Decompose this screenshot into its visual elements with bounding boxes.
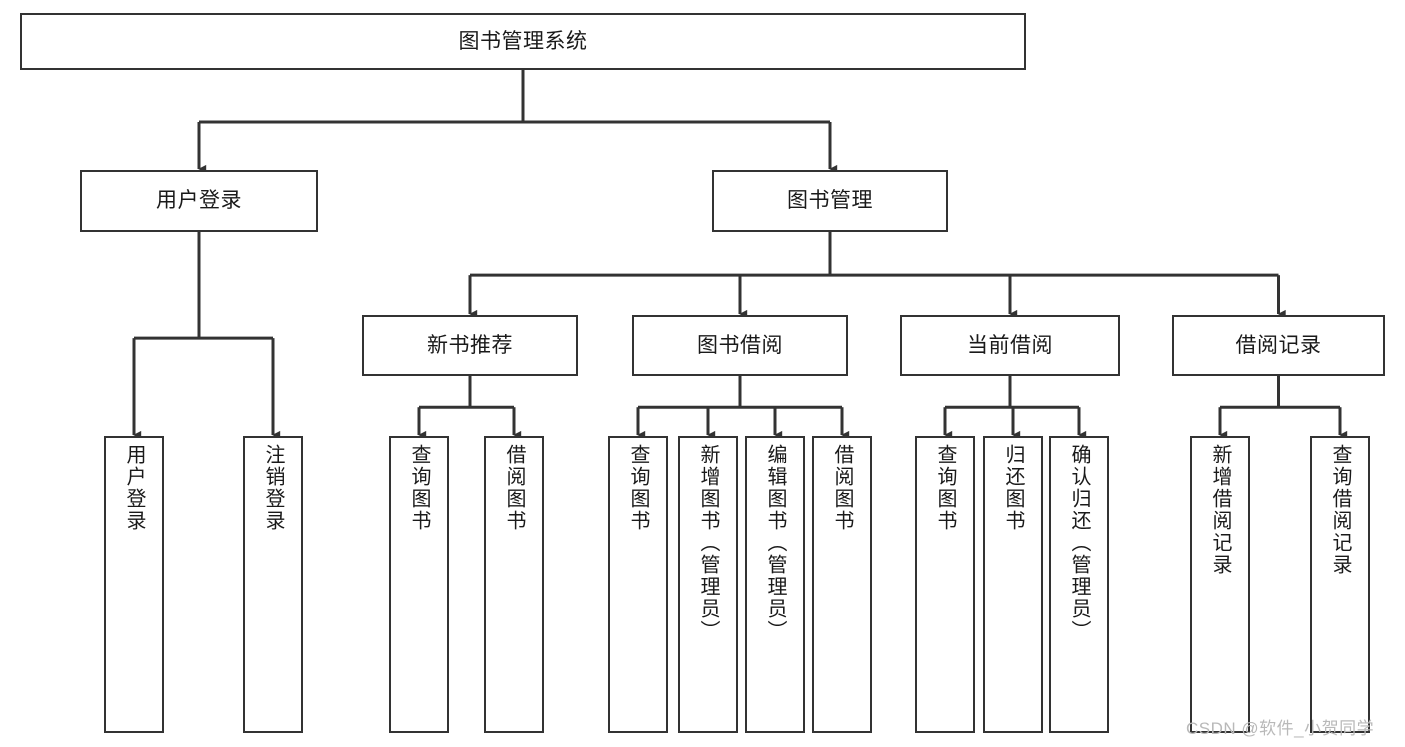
node-label: 图书管理系统 (458, 29, 588, 53)
node-leaf-borrow-book-rec[interactable]: 借阅图书 (484, 436, 544, 733)
node-label: 新书推荐 (427, 333, 513, 357)
node-leaf-return-book[interactable]: 归还图书 (983, 436, 1043, 733)
node-leaf-add-book[interactable]: 新增图书（管理员） (678, 436, 738, 733)
node-book-borrow[interactable]: 图书借阅 (632, 315, 848, 376)
watermark-credit: CSDN @软件_小贺同学 (1186, 719, 1375, 738)
node-root[interactable]: 图书管理系统 (20, 13, 1026, 70)
node-label: 新增图书（管理员） (697, 444, 719, 642)
node-book-manage[interactable]: 图书管理 (712, 170, 948, 232)
node-label: 用户登录 (156, 189, 242, 213)
node-leaf-query-book-borrow[interactable]: 查询图书 (608, 436, 668, 733)
node-label: 查询图书 (627, 444, 649, 532)
node-label: 注销登录 (262, 444, 284, 532)
node-user-login[interactable]: 用户登录 (80, 170, 318, 232)
node-new-book-rec[interactable]: 新书推荐 (362, 315, 578, 376)
node-label: 借阅图书 (831, 444, 853, 532)
node-label: 借阅图书 (503, 444, 525, 532)
node-leaf-confirm-return[interactable]: 确认归还（管理员） (1049, 436, 1109, 733)
node-label: 当前借阅 (967, 333, 1053, 357)
node-leaf-add-record[interactable]: 新增借阅记录 (1190, 436, 1250, 733)
node-label: 用户登录 (123, 444, 145, 532)
node-leaf-edit-book[interactable]: 编辑图书（管理员） (745, 436, 805, 733)
node-label: 借阅记录 (1235, 333, 1322, 357)
node-label: 新增借阅记录 (1209, 444, 1231, 576)
node-leaf-query-book-cur[interactable]: 查询图书 (915, 436, 975, 733)
node-leaf-query-record[interactable]: 查询借阅记录 (1310, 436, 1370, 733)
node-label: 图书管理 (787, 189, 873, 213)
node-leaf-user-logout[interactable]: 注销登录 (243, 436, 303, 733)
node-label: 图书借阅 (697, 333, 783, 357)
node-leaf-user-login[interactable]: 用户登录 (104, 436, 164, 733)
node-borrow-record[interactable]: 借阅记录 (1172, 315, 1385, 376)
node-label: 查询图书 (934, 444, 956, 532)
node-label: 查询借阅记录 (1329, 444, 1351, 576)
node-leaf-query-book-rec[interactable]: 查询图书 (389, 436, 449, 733)
node-current-borrow[interactable]: 当前借阅 (900, 315, 1120, 376)
node-label: 确认归还（管理员） (1068, 444, 1090, 642)
node-label: 归还图书 (1002, 444, 1024, 532)
node-leaf-borrow-book[interactable]: 借阅图书 (812, 436, 872, 733)
node-label: 查询图书 (408, 444, 430, 532)
node-label: 编辑图书（管理员） (764, 444, 786, 642)
